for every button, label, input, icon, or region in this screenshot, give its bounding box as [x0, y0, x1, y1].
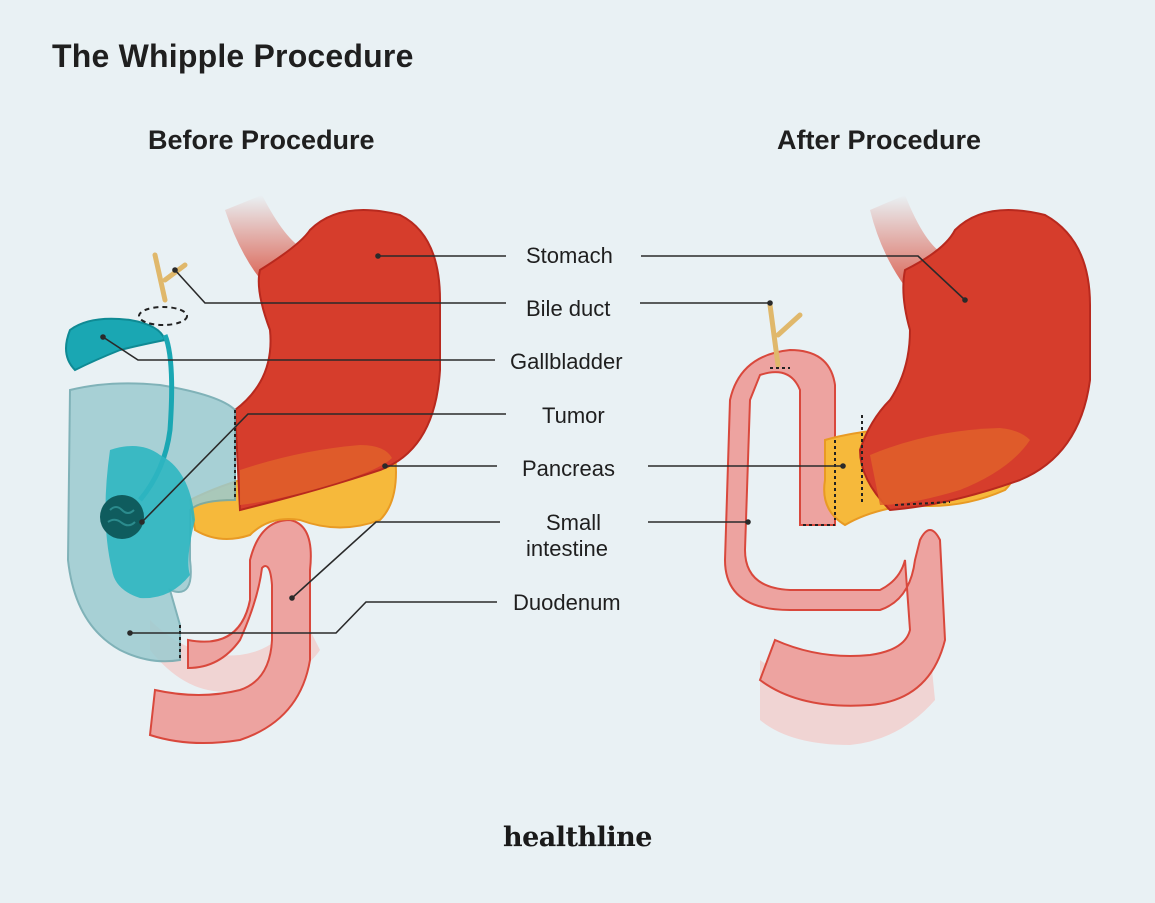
label-small-intestine-line2: intestine [526, 536, 608, 561]
before-pancreas-head [105, 446, 195, 599]
healthline-logo: healthline [503, 822, 652, 853]
before-small-intestine [148, 518, 312, 745]
before-leader-lines [102, 255, 506, 634]
label-tumor: Tumor [542, 403, 605, 428]
label-gallbladder: Gallbladder [510, 349, 623, 374]
page-title: The Whipple Procedure [52, 38, 414, 74]
after-illustration [640, 195, 1091, 745]
before-tumor [100, 495, 144, 539]
label-stomach: Stomach [526, 243, 613, 268]
label-pancreas: Pancreas [522, 456, 615, 481]
after-stomach [858, 209, 1091, 512]
before-panel-title: Before Procedure [148, 125, 375, 155]
after-intestine-loop [723, 348, 947, 707]
label-duodenum: Duodenum [513, 590, 621, 615]
label-small-intestine-line1: Small [546, 510, 602, 535]
after-panel-title: After Procedure [777, 125, 982, 155]
before-bile-duct-cut [138, 306, 188, 326]
after-leader-lines [640, 255, 966, 523]
before-illustration [65, 195, 506, 745]
label-bile-duct: Bile duct [526, 296, 611, 321]
